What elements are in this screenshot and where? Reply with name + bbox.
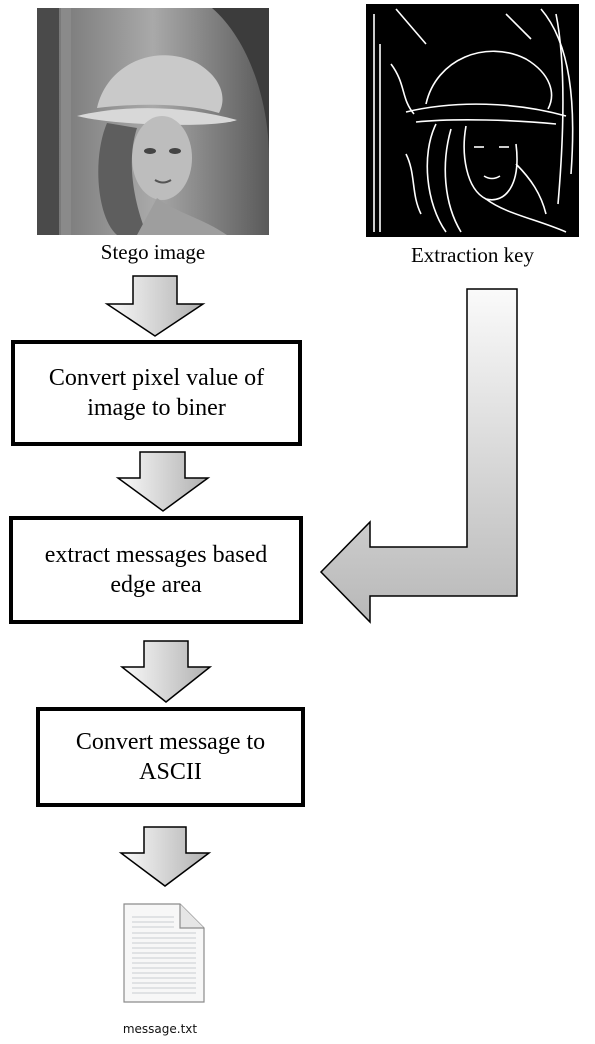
step-line: edge area [110,572,202,598]
step-line: image to biner [87,395,226,421]
step-extract-messages: extract messages based edge area [9,516,303,624]
extraction-key-caption: Extraction key [410,243,535,267]
extraction-key-image [366,4,579,237]
stego-image-caption: Stego image [100,240,206,264]
step-line: extract messages based [44,542,268,568]
output-filename: message.txt [122,1022,198,1036]
step-line: ASCII [139,759,202,785]
step-convert-ascii: Convert message to ASCII [36,707,305,807]
stego-image [37,8,269,235]
step-line: Convert pixel value of [48,365,265,391]
down-arrow-icon [115,451,211,512]
text-file-icon [123,903,205,1003]
down-arrow-icon [118,826,212,887]
down-arrow-icon [119,640,213,703]
step-line: Convert message to [75,729,266,755]
step-convert-pixels: Convert pixel value of image to biner [11,340,302,446]
bent-arrow-icon [319,288,518,624]
down-arrow-icon [104,275,206,337]
